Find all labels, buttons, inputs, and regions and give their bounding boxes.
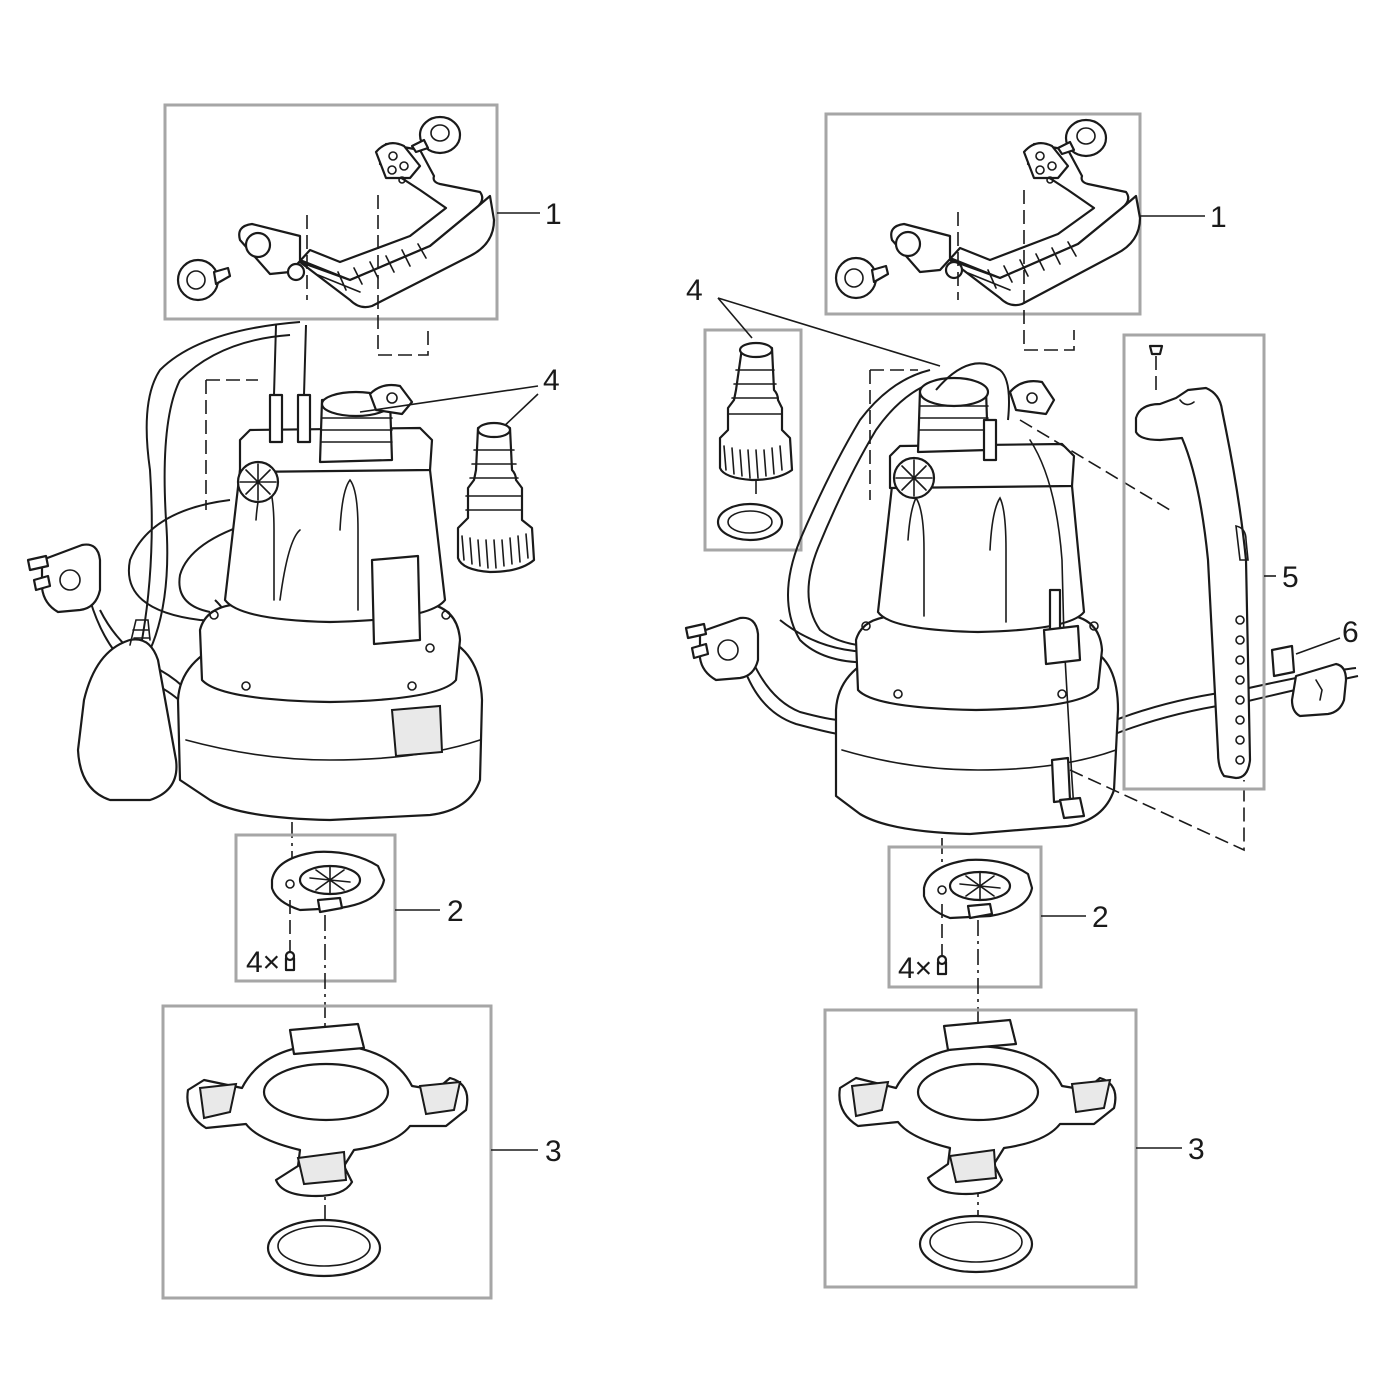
right-assembly: 1 4 — [684, 112, 1359, 1289]
right-screw — [936, 954, 948, 976]
right-hose-adapter-box — [703, 328, 803, 552]
right-rail-screw — [1148, 344, 1164, 392]
left-foot-stand-box — [161, 1004, 493, 1300]
right-foot-stand — [838, 1018, 1117, 1196]
left-callout-screws-qty: 4× — [246, 946, 280, 979]
left-callout-base-plate: 2 — [447, 895, 464, 928]
left-assembly: 1 — [26, 103, 562, 1300]
right-callout-foot-stand: 3 — [1188, 1133, 1205, 1166]
right-knob-left — [834, 256, 890, 300]
right-knob-right — [1056, 118, 1108, 158]
right-callout-handle: 1 — [1210, 201, 1227, 234]
left-callout-foot-stand: 3 — [545, 1135, 562, 1168]
right-callout-level-switch-rail: 5 — [1282, 561, 1299, 594]
right-callout-hose-adapter: 4 — [686, 274, 703, 307]
left-ring — [266, 1218, 382, 1278]
left-plug — [26, 543, 102, 614]
right-hose-adapter — [716, 341, 794, 542]
right-level-switch-rail — [1134, 386, 1252, 780]
right-level-switch — [1270, 644, 1348, 718]
right-callout-screws-qty: 4× — [898, 952, 932, 985]
left-base-plate-box — [234, 833, 397, 983]
left-callout-handle: 1 — [545, 198, 562, 231]
right-plug — [684, 616, 760, 682]
left-base-plate — [270, 850, 386, 914]
right-callout-level-switch: 6 — [1342, 616, 1359, 649]
right-base-plate — [922, 858, 1034, 920]
left-screw — [284, 950, 296, 972]
right-level-switch-box — [1122, 333, 1266, 791]
right-pump — [834, 362, 1120, 836]
right-handle — [890, 141, 1142, 307]
right-base-plate-box — [887, 845, 1043, 989]
left-pump — [176, 324, 484, 822]
left-knob-right — [410, 115, 462, 155]
left-hose-adapter — [456, 421, 536, 574]
right-callout-base-plate: 2 — [1092, 901, 1109, 934]
left-knob-left — [176, 258, 232, 302]
left-float-switch — [76, 619, 178, 802]
left-handle — [238, 141, 496, 309]
left-callout-hose-adapter: 4 — [543, 364, 560, 397]
left-handle-box — [163, 103, 499, 321]
right-ring — [918, 1214, 1034, 1274]
left-foot-stand — [186, 1022, 469, 1198]
